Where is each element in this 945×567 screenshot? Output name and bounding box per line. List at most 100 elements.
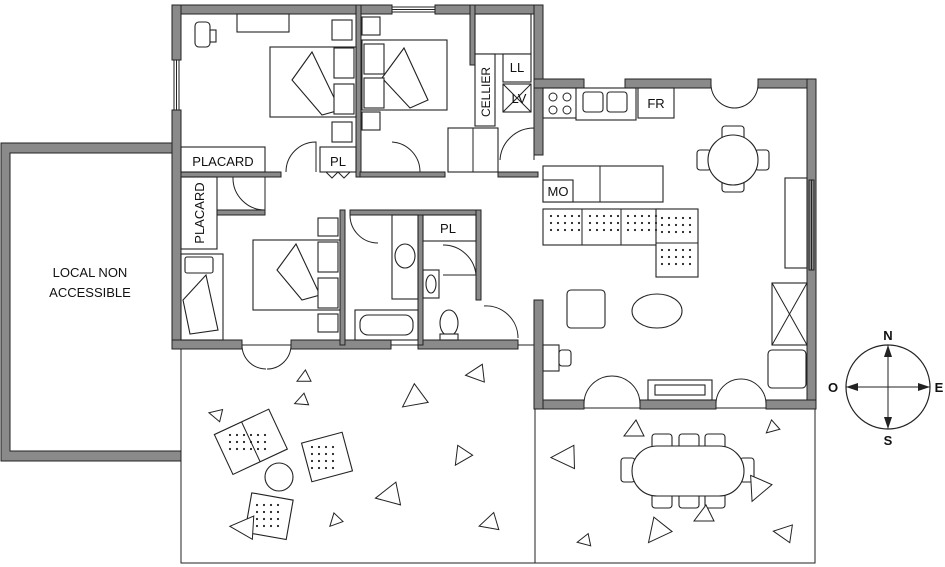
upholstery-dot [242, 433, 246, 437]
windows [173, 6, 815, 271]
upholstery-dot [609, 214, 613, 218]
upholstery-dot [602, 214, 606, 218]
placard-vertical [180, 176, 218, 250]
upholstery-dot [654, 214, 658, 218]
upholstery-dot [633, 214, 637, 218]
paving-stone [293, 392, 310, 406]
upholstery-dot [263, 433, 267, 437]
upholstery-dot [688, 262, 692, 266]
upholstery-dot [626, 214, 630, 218]
upholstery-dot [324, 459, 328, 463]
upholstery-dot [235, 433, 239, 437]
upholstery-dot [681, 248, 685, 252]
armchair [566, 289, 606, 329]
upholstery-dot [595, 221, 599, 225]
bed2-pillow-bottom [363, 77, 385, 109]
upholstery-dot [595, 214, 599, 218]
upholstery-dot [249, 433, 253, 437]
paving-stone [765, 418, 781, 434]
south-arrow-icon [884, 417, 892, 429]
upholstery-dot [324, 452, 328, 456]
upholstery-dot [276, 517, 280, 521]
paving-stone [228, 515, 255, 541]
upholstery-dot [640, 214, 644, 218]
compass-rose: N S E O [828, 328, 944, 448]
upholstery-dot [249, 440, 253, 444]
upholstery-dot [660, 216, 664, 220]
bed1-pillow-top [333, 47, 355, 79]
upholstery-dot [660, 262, 664, 266]
upholstery-dot [667, 230, 671, 234]
upholstery-dot [269, 517, 273, 521]
cellier-label: CELLIER [479, 67, 493, 117]
upholstery-dot [255, 510, 259, 514]
living-room [542, 208, 808, 401]
cooktop [542, 87, 578, 119]
bed2-nightstand-top [361, 16, 381, 36]
upholstery-dot [660, 223, 664, 227]
ll-label: LL [510, 60, 524, 75]
upholstery-dot [317, 445, 321, 449]
upholstery-dot [276, 524, 280, 528]
upholstery-dot [310, 466, 314, 470]
upholstery-dot [681, 255, 685, 259]
upholstery-dot [563, 221, 567, 225]
compass-east: E [935, 380, 944, 395]
placard-vertical-label: PLACARD [192, 182, 207, 243]
upholstery-dot [255, 517, 259, 521]
upholstery-dot [654, 228, 658, 232]
upholstery-dot [588, 228, 592, 232]
upholstery-dot [674, 248, 678, 252]
bed1-nightstand-top [331, 19, 353, 41]
bedroom-2 [361, 16, 448, 131]
upholstery-dot [242, 440, 246, 444]
kitchen: FR MO [542, 87, 675, 203]
upholstery-dot [633, 228, 637, 232]
compass-south: S [884, 433, 893, 448]
upholstery-dot [256, 433, 260, 437]
upholstery-dot [563, 228, 567, 232]
paving-stone [693, 504, 715, 522]
bed3-nightstand-bottom [317, 313, 339, 333]
upholstery-dot [263, 440, 267, 444]
upholstery-dot [549, 214, 553, 218]
upholstery-dot [324, 445, 328, 449]
dining-area [696, 125, 808, 269]
pl-top-closet [319, 146, 357, 173]
upholstery-dot [681, 223, 685, 227]
upholstery-dot [667, 223, 671, 227]
sofa-long [542, 208, 661, 246]
upholstery-dot [640, 221, 644, 225]
upholstery-dot [616, 214, 620, 218]
compass-north: N [883, 328, 892, 343]
upholstery-dot [331, 445, 335, 449]
upholstery-dot [602, 221, 606, 225]
upholstery-dot [242, 447, 246, 451]
bed1-pillow-bottom [333, 83, 355, 115]
upholstery-dot [255, 524, 259, 528]
bed2-nightstand-bottom [361, 111, 381, 131]
cellier-shelf-side [474, 53, 496, 127]
bathroom: PL [354, 214, 477, 341]
upholstery-dot [588, 221, 592, 225]
fr-label: FR [647, 96, 664, 111]
upholstery-dot [549, 221, 553, 225]
paving-stone [374, 481, 402, 506]
upholstery-dot [570, 214, 574, 218]
upholstery-dot [317, 459, 321, 463]
upholstery-dot [667, 248, 671, 252]
upholstery-dot [640, 228, 644, 232]
upholstery-dot [681, 262, 685, 266]
upholstery-dot [688, 255, 692, 259]
upholstery-dot [249, 447, 253, 451]
bed2-pillow-top [363, 43, 385, 75]
upholstery-dot [228, 433, 232, 437]
upholstery-dot [556, 214, 560, 218]
toilet [439, 309, 459, 337]
dining-table-oval [631, 445, 745, 497]
upholstery-dot [317, 452, 321, 456]
upholstery-dot [235, 447, 239, 451]
placard-horizontal [180, 146, 266, 173]
local-label-line1: LOCAL NON [53, 265, 128, 280]
